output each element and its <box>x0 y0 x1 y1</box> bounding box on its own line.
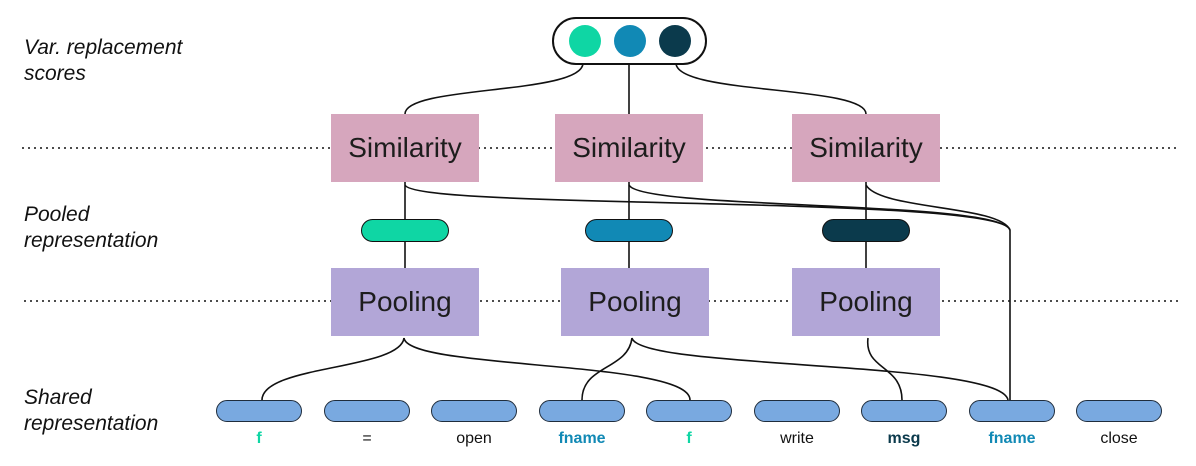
token-label: write <box>780 430 814 447</box>
token-label: f <box>686 430 692 447</box>
link-pool2-tok8 <box>631 337 1009 401</box>
similarity-box-1: Similarity <box>331 114 479 182</box>
pooled-pill-var3 <box>822 219 910 242</box>
link-sim2-fname <box>628 184 1011 231</box>
similarity-box-3: Similarity <box>792 114 940 182</box>
token-pill <box>539 400 625 422</box>
token-pill <box>969 400 1055 422</box>
token-label: fname <box>558 430 606 447</box>
token-label: = <box>362 430 372 447</box>
pooled-pill-var2 <box>585 219 673 242</box>
token-pill <box>646 400 732 422</box>
token-pill <box>324 400 410 422</box>
token-pill <box>754 400 840 422</box>
pooling-box-2: Pooling <box>561 268 709 336</box>
pooling-box-1: Pooling <box>331 268 479 336</box>
label-pooled-representation: Pooled representation <box>24 203 159 252</box>
link-pool1-tok5 <box>403 337 691 401</box>
token-label: f <box>256 430 262 447</box>
score-circle-var2 <box>614 25 646 57</box>
link-pool3-tok7 <box>867 337 903 401</box>
pooling-box-3: Pooling <box>792 268 940 336</box>
link-sim1-fname <box>404 184 1011 231</box>
pooled-pill-var1 <box>361 219 449 242</box>
token-pill <box>431 400 517 422</box>
token-pill <box>861 400 947 422</box>
similarity-box-2: Similarity <box>555 114 703 182</box>
token-label: open <box>456 430 492 447</box>
token-pill <box>1076 400 1162 422</box>
label-shared-representation: Shared representation <box>24 386 159 435</box>
link-score-sim1 <box>404 62 584 115</box>
link-pool1-tok1 <box>261 337 405 401</box>
token-label: msg <box>887 430 921 447</box>
token-label: fname <box>988 430 1036 447</box>
link-pool2-tok4 <box>581 337 633 401</box>
label-replacement-scores: Var. replacement scores <box>24 36 183 85</box>
token-label: close <box>1100 430 1138 447</box>
score-circle-var1 <box>569 25 601 57</box>
link-score-sim3 <box>675 62 867 115</box>
score-circle-var3 <box>659 25 691 57</box>
token-pill <box>216 400 302 422</box>
replacement-scores-group <box>552 17 707 65</box>
link-sim3-fname <box>865 184 1011 231</box>
